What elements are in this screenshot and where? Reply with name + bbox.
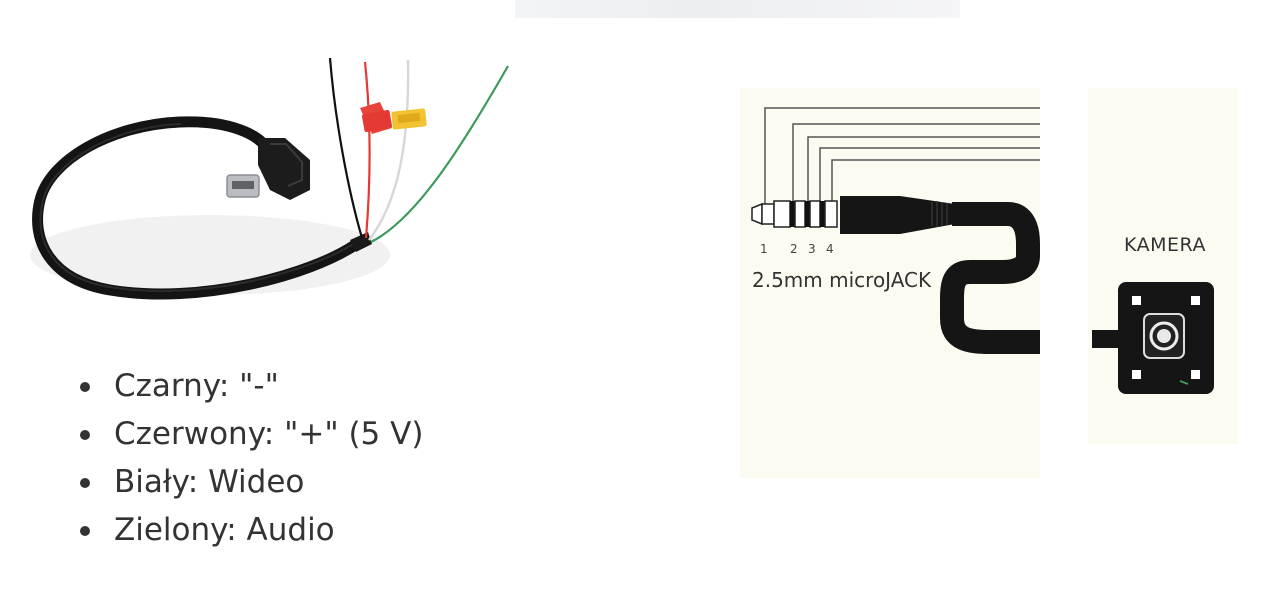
wire-color-list: Czarny: "-" Czerwony: "+" (5 V) Biały: W… bbox=[78, 362, 423, 554]
pin-label-1: 1 bbox=[760, 242, 768, 256]
camera-module-icon bbox=[1092, 282, 1214, 394]
wire-label: Czerwony: "+" (5 V) bbox=[114, 416, 424, 452]
microjack-plug-icon bbox=[751, 107, 1040, 354]
wire-label: Biały: Wideo bbox=[114, 464, 305, 500]
bullet-icon bbox=[80, 382, 90, 392]
pin-label-3: 3 bbox=[808, 242, 816, 256]
top-strip bbox=[515, 0, 960, 18]
wire-label: Czarny: "-" bbox=[114, 368, 279, 404]
wire-item-black: Czarny: "-" bbox=[78, 362, 423, 410]
bullet-icon bbox=[80, 526, 90, 536]
bullet-icon bbox=[80, 478, 90, 488]
wire-item-green: Zielony: Audio bbox=[78, 506, 423, 554]
wire-item-red: Czerwony: "+" (5 V) bbox=[78, 410, 423, 458]
wire-item-white: Biały: Wideo bbox=[78, 458, 423, 506]
pin-label-4: 4 bbox=[826, 242, 834, 256]
camera-label: KAMERA bbox=[1124, 234, 1206, 256]
jack-caption: 2.5mm microJACK bbox=[752, 268, 932, 292]
bullet-icon bbox=[80, 430, 90, 440]
pin-label-2: 2 bbox=[790, 242, 798, 256]
usb-av-cable-photo bbox=[30, 57, 509, 300]
wire-label: Zielony: Audio bbox=[114, 512, 335, 548]
